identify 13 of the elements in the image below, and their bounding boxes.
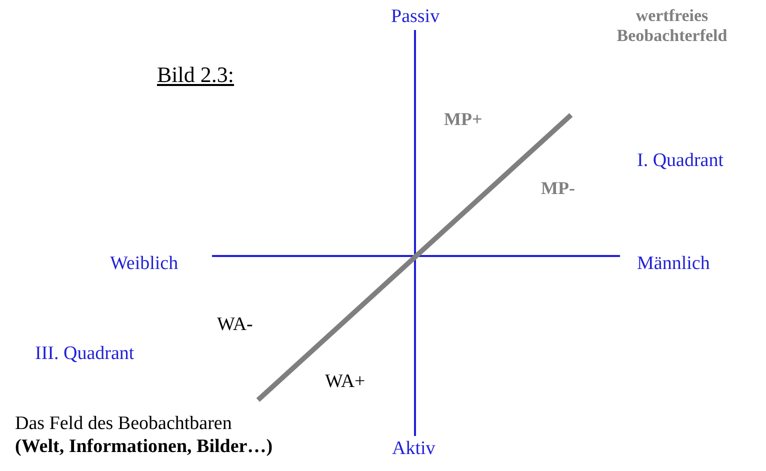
axis-label: Passiv xyxy=(391,6,440,29)
figure-title: Bild 2.3: xyxy=(157,62,234,88)
region-label: MP- xyxy=(541,178,575,200)
axis-label: Männlich xyxy=(637,253,710,276)
quadrant-label: I. Quadrant xyxy=(637,150,724,173)
axis-label: Weiblich xyxy=(110,253,178,276)
region-label: WA+ xyxy=(325,371,366,394)
region-label: MP+ xyxy=(444,109,482,131)
axis-label: Aktiv xyxy=(392,438,436,461)
field-description: Das Feld des Beobachtbaren (Welt, Informationen, Bilder…) xyxy=(15,413,273,459)
region-label: WA- xyxy=(217,314,253,337)
quadrant-label: III. Quadrant xyxy=(35,343,134,366)
field-heading: wertfreies Beobachterfeld xyxy=(616,6,728,47)
